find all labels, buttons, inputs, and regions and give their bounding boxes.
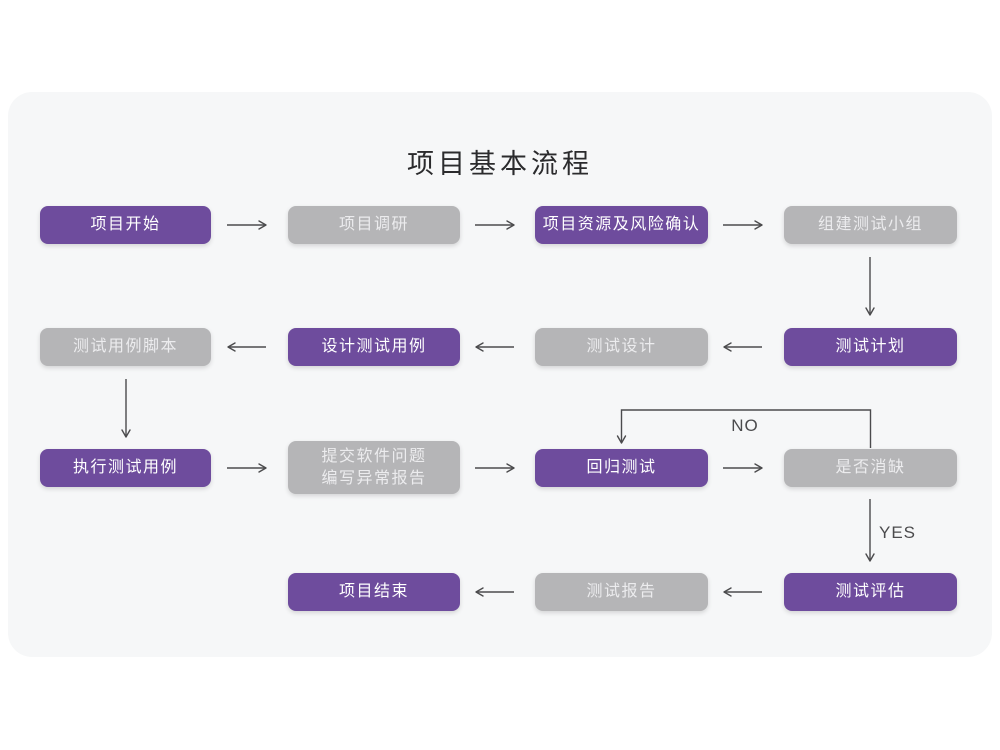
flow-node-test-plan: 测试计划	[784, 328, 957, 366]
flow-node-submit-issue-report: 提交软件问题 编写异常报告	[288, 441, 460, 494]
flow-node-project-start: 项目开始	[40, 206, 211, 244]
edge-label-no: NO	[731, 416, 759, 435]
diagram-title: 项目基本流程	[407, 149, 593, 179]
flow-node-project-end: 项目结束	[288, 573, 460, 611]
flow-node-defect-resolved-check: 是否消缺	[784, 449, 957, 487]
flow-node-execute-test-case: 执行测试用例	[40, 449, 211, 487]
arrow-defect-check-no-loop-to-regression-test	[616, 409, 872, 448]
flow-node-test-design: 测试设计	[535, 328, 708, 366]
flowchart-card	[8, 92, 992, 657]
flow-node-project-research: 项目调研	[288, 206, 460, 244]
flow-node-build-test-team: 组建测试小组	[784, 206, 957, 244]
flow-node-design-test-case: 设计测试用例	[288, 328, 460, 366]
flow-node-test-report: 测试报告	[535, 573, 708, 611]
flow-node-regression-test: 回归测试	[535, 449, 708, 487]
flow-node-test-case-script: 测试用例脚本	[40, 328, 211, 366]
edge-label-yes: YES	[879, 523, 917, 542]
flow-node-project-resources-risk: 项目资源及风险确认	[535, 206, 708, 244]
flow-node-test-evaluation: 测试评估	[784, 573, 957, 611]
